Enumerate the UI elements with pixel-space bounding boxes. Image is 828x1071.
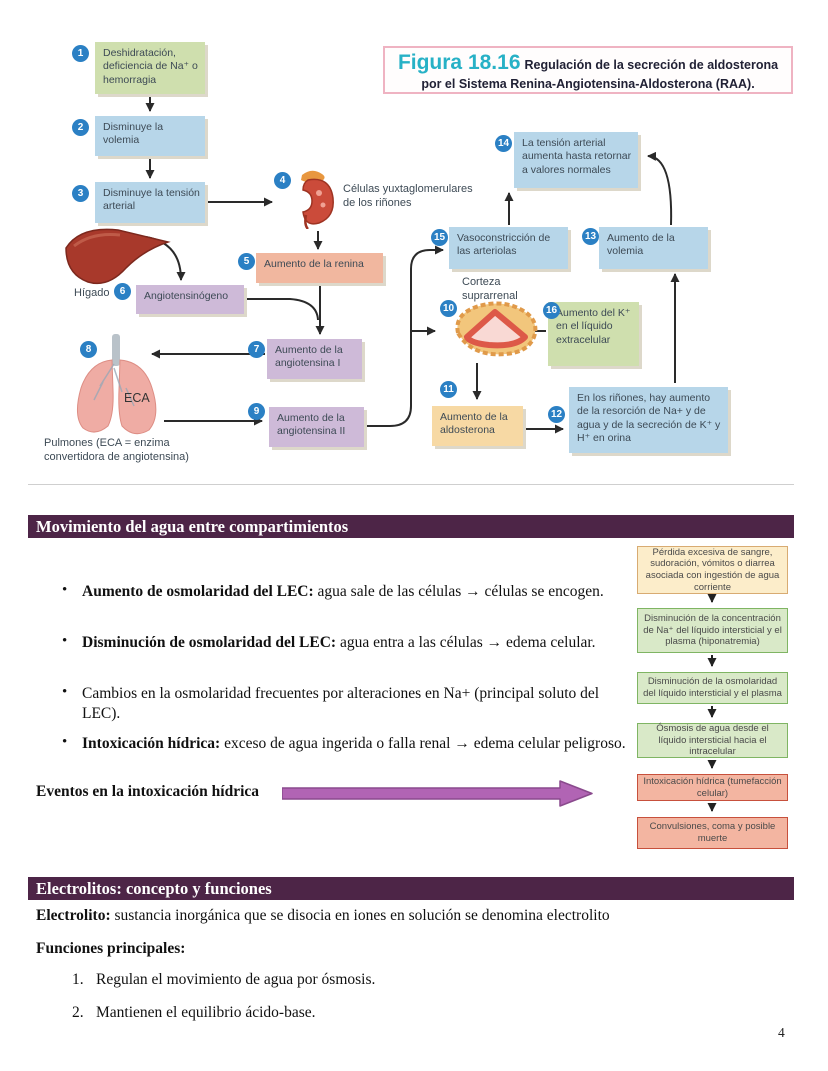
item-text: Regulan el movimiento de agua por ósmosi… — [96, 971, 376, 988]
funciones-heading: Funciones principales: — [36, 939, 792, 959]
step-circle-6: 6 — [114, 283, 131, 300]
bullet-rest-text: exceso de agua ingerida o falla renal → … — [220, 735, 626, 752]
section-header-electrolitos: Electrolitos: concepto y funciones — [28, 877, 794, 900]
section-header-movimiento: Movimiento del agua entre compartimiento… — [28, 515, 794, 538]
adrenal-gland-icon — [448, 297, 544, 366]
liver-label: Hígado — [74, 287, 110, 299]
step-circle-13: 13 — [582, 228, 599, 245]
kidney-icon — [292, 167, 338, 234]
events-intoxicacion-label: Eventos en la intoxicación hídrica — [36, 783, 260, 800]
adrenal-cortex-label: Corteza suprarrenal — [462, 276, 518, 302]
figure-caption-box: Figura 18.16 Regulación de la secreción … — [383, 46, 793, 94]
bullet-dot: • — [62, 734, 68, 750]
section-divider-line — [28, 484, 794, 485]
sidechart-step-intoxicacion: Intoxicación hídrica (tumefacción celula… — [637, 774, 788, 801]
bullet-bold-text: Aumento de osmolaridad del LEC: — [82, 583, 314, 600]
step-circle-10: 10 — [440, 300, 457, 317]
flow-box-3: Disminuye la tensión arterial — [95, 182, 205, 223]
flow-box-5: Aumento de la renina — [256, 253, 383, 283]
step-circle-12: 12 — [548, 406, 565, 423]
bullet-dot: • — [62, 633, 68, 649]
funciones-term: Funciones principales: — [36, 940, 186, 957]
kidney-label: Células yuxtaglomerulares de los riñones — [343, 183, 473, 209]
lungs-label: Pulmones (ECA = enzima convertidora de a… — [44, 437, 189, 463]
bullet-disminucion-osmolaridad: • Disminución de osmolaridad del LEC: ag… — [62, 633, 627, 653]
step-circle-4: 4 — [274, 172, 291, 189]
sidechart-step-perdida: Pérdida excesiva de sangre, sudoración, … — [637, 546, 788, 594]
item-number: 1. — [72, 971, 84, 988]
step-circle-11: 11 — [440, 381, 457, 398]
bullet-dot: • — [62, 684, 68, 700]
funcion-item-1: 1. Regulan el movimiento de agua por ósmo… — [72, 971, 692, 989]
bullet-rest-text: agua entra a las células → edema celular… — [336, 634, 596, 651]
item-text: Mantienen el equilibrio ácido-base. — [96, 1004, 316, 1021]
bullet-rest-text: agua sale de las células → células se en… — [313, 583, 604, 600]
step-circle-15: 15 — [431, 229, 448, 246]
electrolito-text: sustancia inorgánica que se disocia en i… — [110, 907, 610, 924]
funcion-item-2: 2. Mantienen el equilibrio ácido-base. — [72, 1004, 692, 1022]
bullet-bold-text: Disminución de osmolaridad del LEC: — [82, 634, 337, 651]
liver-icon — [62, 224, 172, 297]
step-circle-2: 2 — [72, 119, 89, 136]
sidechart-step-hiponatremia: Disminución de la concentración de Na⁺ d… — [637, 608, 788, 653]
flow-box-9: Aumento de la angiotensina II — [269, 407, 364, 447]
figure-18-16-diagram: Figura 18.16 Regulación de la secreción … — [0, 0, 828, 500]
flow-box-2: Disminuye la volemia — [95, 116, 205, 156]
flow-box-14: La tensión arterial aumenta hasta retorn… — [514, 132, 638, 188]
flow-box-12: En los riñones, hay aumento de la resorc… — [569, 387, 728, 453]
item-number: 2. — [72, 1004, 84, 1021]
step-circle-1: 1 — [72, 45, 89, 62]
step-circle-14: 14 — [495, 135, 512, 152]
step-circle-5: 5 — [238, 253, 255, 270]
electrolito-definition: Electrolito: sustancia inorgánica que se… — [36, 906, 792, 926]
bullet-bold-text: Intoxicación hídrica: — [82, 735, 221, 752]
flow-box-1: Deshidratación, deficiencia de Na⁺ o hem… — [95, 42, 205, 94]
sidechart-step-osmolaridad: Disminución de la osmolaridad del líquid… — [637, 672, 788, 704]
bullet-rest-text: Cambios en la osmolaridad frecuentes por… — [82, 685, 600, 723]
bullet-intoxicacion-hidrica: • Intoxicación hídrica: exceso de agua i… — [62, 734, 627, 754]
flow-box-15: Vasoconstricción de las arteriolas — [449, 227, 568, 269]
lungs-icon — [70, 334, 162, 443]
flow-box-11: Aumento de la aldosterona — [432, 406, 523, 446]
sidechart-step-osmosis: Ósmosis de agua desde el líquido interst… — [637, 723, 788, 758]
bullet-aumento-osmolaridad: • Aumento de osmolaridad del LEC: agua s… — [62, 582, 627, 602]
step-circle-8: 8 — [80, 341, 97, 358]
flow-box-13: Aumento de la volemia — [599, 227, 708, 269]
bullet-cambios-osmolaridad: • Cambios en la osmolaridad frecuentes p… — [62, 684, 627, 725]
step-circle-9: 9 — [248, 403, 265, 420]
electrolito-term: Electrolito: — [36, 907, 111, 924]
step-circle-3: 3 — [72, 185, 89, 202]
step-circle-7: 7 — [248, 341, 265, 358]
step-circle-16: 16 — [543, 302, 560, 319]
flow-box-7: Aumento de la angiotensina I — [267, 339, 362, 379]
page-number: 4 — [778, 1025, 785, 1040]
bullet-dot: • — [62, 582, 68, 598]
figure-caption-text: Regulación de la secreción de aldosteron… — [421, 58, 779, 91]
figure-number: Figura 18.16 — [397, 51, 521, 74]
events-arrow-icon — [281, 780, 594, 812]
sidechart-step-convulsiones: Convulsiones, coma y posible muerte — [637, 817, 788, 849]
eca-label: ECA — [124, 391, 150, 405]
flow-box-6: Angiotensinógeno — [136, 285, 244, 314]
flow-box-16: Aumento del K⁺ en el líquido extracelula… — [548, 302, 639, 366]
